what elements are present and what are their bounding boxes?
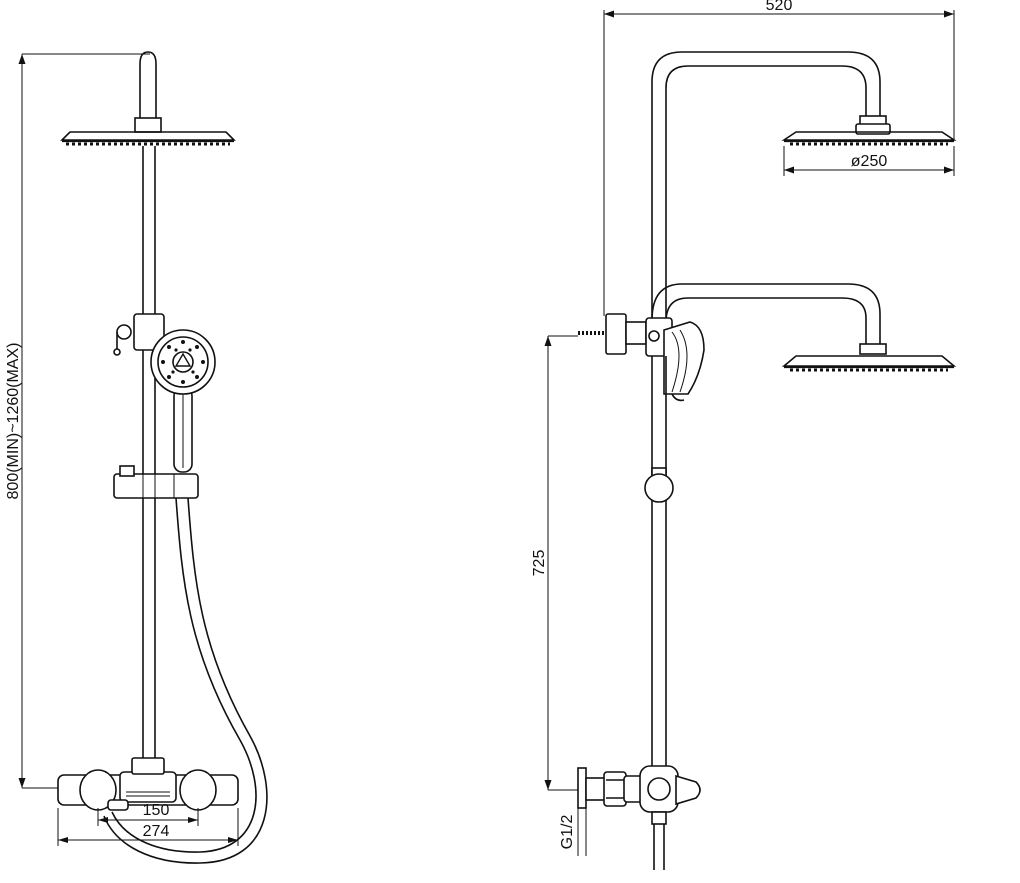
side-wall-inlet xyxy=(577,767,627,809)
valve-width-label: 274 xyxy=(143,823,170,840)
inlet-thread-dimension xyxy=(577,808,587,856)
center-distance-dimension xyxy=(97,808,199,826)
front-gooseneck-arm xyxy=(134,51,162,133)
side-riser-pipe xyxy=(651,356,667,770)
side-hand-shower xyxy=(663,321,705,402)
mount-height-dimension xyxy=(544,335,578,791)
side-thermostatic-valve xyxy=(623,765,701,813)
height-dimension-line xyxy=(18,53,150,789)
head-diameter-label: ø250 xyxy=(851,153,888,170)
front-slide-holder xyxy=(113,465,199,499)
hand-shower-nozzles xyxy=(161,340,205,384)
side-view: 520 ø250 xyxy=(531,0,957,870)
mount-height-label: 725 xyxy=(531,550,548,577)
side-lower-shower-head xyxy=(781,355,957,372)
center-distance-label: 150 xyxy=(143,802,170,819)
side-shower-hose xyxy=(651,811,667,870)
front-riser-pipe xyxy=(142,146,156,770)
front-overhead-shower-head xyxy=(60,131,236,146)
front-view: 800(MIN)~1260(MAX) xyxy=(5,51,268,864)
side-lower-shower-arm xyxy=(651,283,887,355)
arm-reach-dimension xyxy=(603,10,955,316)
valve-width-dimension xyxy=(57,808,239,846)
inlet-thread-label: G1/2 xyxy=(559,815,576,850)
arm-reach-label: 520 xyxy=(766,0,793,14)
front-hand-shower xyxy=(150,329,216,473)
side-upper-shower-head xyxy=(781,131,957,146)
side-upper-shower-arm xyxy=(651,51,891,320)
height-dimension-label: 800(MIN)~1260(MAX) xyxy=(5,343,22,500)
front-thermostatic-valve xyxy=(57,757,239,811)
front-shower-hose xyxy=(103,497,268,864)
front-diverter xyxy=(113,313,165,356)
side-wall-bracket xyxy=(578,313,647,355)
head-diameter-dimension xyxy=(783,146,955,176)
side-slide-holder xyxy=(644,467,674,503)
